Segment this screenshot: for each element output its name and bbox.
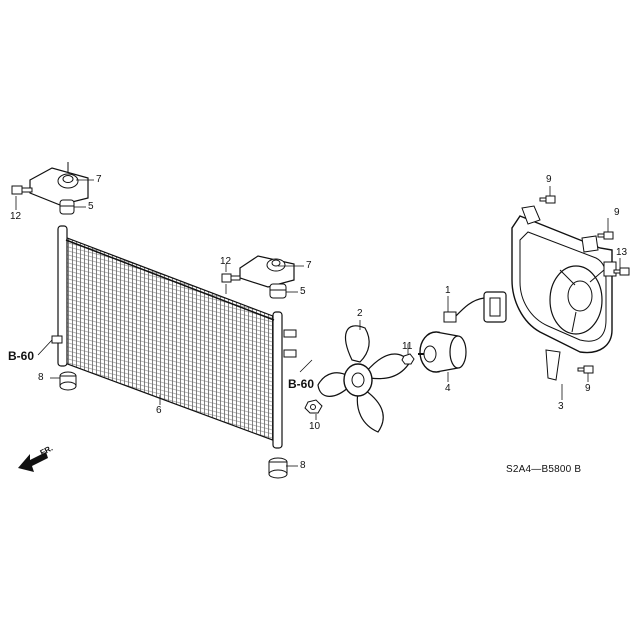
cushion-upper-right	[269, 283, 287, 299]
part-label-12-left: 12	[10, 211, 22, 222]
cushion-lower-left	[59, 371, 77, 391]
front-arrow	[18, 452, 48, 472]
part-label-9-top: 9	[546, 174, 552, 185]
part-label-10: 10	[309, 421, 321, 432]
part-label-12-right: 12	[220, 256, 232, 267]
part-label-8-left: 8	[38, 372, 44, 383]
leader-lines	[15, 179, 621, 467]
reference-b60-right: B-60	[288, 377, 315, 391]
nut-10	[304, 399, 323, 414]
part-label-4: 4	[445, 383, 451, 394]
condenser	[51, 225, 297, 449]
bolt-right	[221, 273, 241, 283]
part-label-5-upper-right: 5	[300, 286, 306, 297]
diagram-code: S2A4—B5800 B	[506, 464, 582, 475]
part-label-6: 6	[156, 405, 162, 416]
bolt-left	[11, 185, 33, 195]
part-label-13: 13	[616, 247, 628, 258]
part-label-7-left: 7	[96, 174, 102, 185]
part-label-3: 3	[558, 401, 564, 412]
part-label-2: 2	[357, 308, 363, 319]
part-label-5-upper-left: 5	[88, 201, 94, 212]
cushion-upper-left	[59, 199, 75, 215]
part-label-7-right: 7	[306, 260, 312, 271]
cushion-lower-right	[268, 457, 288, 479]
motor-connector	[443, 291, 507, 323]
part-label-11: 11	[402, 341, 413, 352]
nut-11	[401, 353, 415, 365]
part-label-8-right: 8	[300, 460, 306, 471]
upper-bracket-right	[239, 255, 295, 288]
part-label-1: 1	[445, 285, 451, 296]
fan-shroud	[511, 205, 617, 381]
part-label-9-right: 9	[614, 207, 620, 218]
reference-b60-left: B-60	[8, 349, 35, 363]
upper-bracket-left	[29, 162, 89, 206]
part-label-9-bottom: 9	[585, 383, 591, 394]
fan-motor	[418, 331, 467, 373]
fan	[317, 325, 411, 433]
shroud-bolts	[539, 195, 630, 374]
